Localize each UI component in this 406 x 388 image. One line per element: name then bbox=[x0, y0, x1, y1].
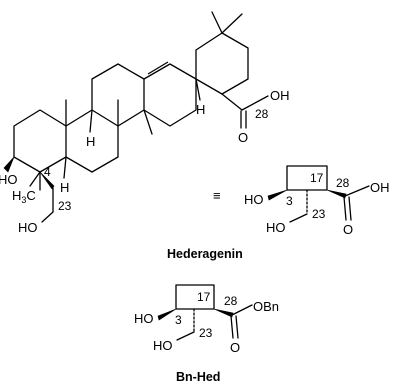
fragment1-carbonyl-o-label: O bbox=[343, 222, 353, 237]
hederagenin-fragment-structure bbox=[267, 165, 370, 223]
bn-hed-structure bbox=[157, 284, 253, 341]
fragment1-carbon-3-label: 3 bbox=[286, 194, 293, 208]
hederagenin-h3c-label: H3C bbox=[12, 188, 36, 205]
bn-hed-carbon-3-label: 3 bbox=[175, 313, 182, 327]
fragment1-carbon-17-label: 17 bbox=[310, 171, 324, 185]
bn-hed-carbon-28-label: 28 bbox=[224, 294, 238, 308]
fragment1-ho-label: HO bbox=[244, 192, 264, 207]
hederagenin-ho-left-label: HO bbox=[0, 172, 18, 187]
hederagenin-h5-label: H bbox=[60, 180, 69, 195]
bn-hed-obn-label: OBn bbox=[253, 299, 279, 314]
fragment1-carbon-23-label: 23 bbox=[312, 207, 326, 221]
hederagenin-oh-label: OH bbox=[270, 88, 290, 103]
fragment1-carbon-28-label: 28 bbox=[336, 176, 350, 190]
fragment1-ho-bottom-label: HO bbox=[266, 220, 286, 235]
hederagenin-carbon-4-label: 4 bbox=[44, 165, 51, 179]
hederagenin-carbonyl-o-label: O bbox=[238, 130, 248, 145]
hederagenin-ho-bottom-label: HO bbox=[18, 220, 38, 235]
fragment1-oh-label: OH bbox=[370, 180, 390, 195]
bn-hed-caption: Bn-Hed bbox=[176, 370, 220, 384]
hederagenin-caption: Hederagenin bbox=[167, 247, 243, 261]
hederagenin-h18-label: H bbox=[196, 102, 205, 117]
bn-hed-carbon-23-label: 23 bbox=[199, 326, 213, 340]
equivalence-symbol: ≡ bbox=[213, 188, 221, 203]
hederagenin-h9-label: H bbox=[86, 134, 95, 149]
bn-hed-carbonyl-o-label: O bbox=[230, 340, 240, 355]
bn-hed-ho-bottom-label: HO bbox=[153, 338, 173, 353]
bn-hed-ho-label: HO bbox=[134, 311, 154, 326]
hederagenin-structure bbox=[3, 11, 269, 223]
hederagenin-carbon-28-label: 28 bbox=[255, 107, 269, 121]
hederagenin-carbon-23-label: 23 bbox=[58, 199, 72, 213]
bn-hed-carbon-17-label: 17 bbox=[197, 290, 211, 304]
